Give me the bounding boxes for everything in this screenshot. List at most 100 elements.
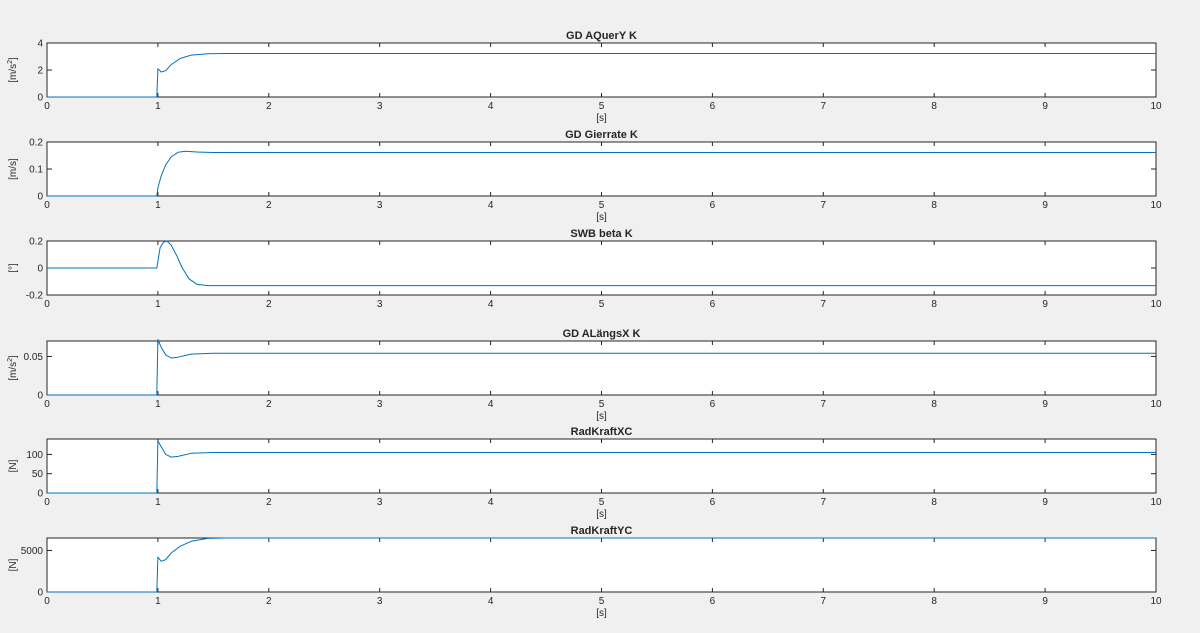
x-tick-label: 10	[1150, 299, 1162, 310]
y-tick-label: 0.05	[24, 352, 44, 363]
x-tick-label: 5	[599, 299, 605, 310]
x-tick-label: 7	[821, 399, 827, 410]
x-tick-label: 0	[44, 299, 50, 310]
plot-area	[46, 340, 1157, 396]
x-tick-label: 5	[599, 399, 605, 410]
x-tick-label: 4	[488, 596, 494, 607]
x-tick-label: 6	[710, 497, 716, 508]
x-tick-label: 9	[1042, 399, 1048, 410]
subplot-title: RadKraftYC	[571, 525, 633, 537]
x-tick-label: 4	[488, 497, 494, 508]
x-axis-label: [s]	[596, 212, 607, 223]
y-tick-label: 0.2	[29, 138, 43, 149]
x-tick-label: 8	[931, 399, 937, 410]
x-tick-label: 7	[821, 299, 827, 310]
subplot-title: GD AQuerY K	[566, 30, 637, 42]
x-tick-label: 3	[377, 101, 383, 112]
x-tick-label: 0	[44, 399, 50, 410]
x-tick-label: 4	[488, 101, 494, 112]
y-tick-label: -0.2	[26, 291, 44, 302]
y-tick-label: 2	[37, 66, 43, 77]
x-tick-label: 9	[1042, 596, 1048, 607]
x-tick-label: 5	[599, 497, 605, 508]
y-tick-label: 0	[37, 489, 43, 500]
x-tick-label: 9	[1042, 101, 1048, 112]
plot-area	[46, 537, 1157, 593]
x-tick-label: 1	[155, 399, 161, 410]
x-tick-label: 6	[710, 299, 716, 310]
x-axis-label: [s]	[596, 411, 607, 422]
x-tick-label: 3	[377, 200, 383, 211]
x-tick-label: 7	[821, 497, 827, 508]
subplot-title: GD ALängsX K	[563, 328, 641, 340]
plot-area	[46, 141, 1157, 197]
x-tick-label: 9	[1042, 299, 1048, 310]
x-tick-label: 2	[266, 596, 272, 607]
plot-area	[46, 240, 1157, 296]
y-tick-label: 50	[32, 469, 44, 480]
x-tick-label: 8	[931, 596, 937, 607]
x-tick-label: 6	[710, 596, 716, 607]
y-axis-label: [m/s2]	[7, 57, 19, 83]
y-axis-label: [m/s]	[8, 158, 19, 180]
x-tick-label: 2	[266, 299, 272, 310]
x-tick-label: 2	[266, 497, 272, 508]
subplot-title: GD Gierrate K	[565, 129, 638, 141]
x-tick-label: 0	[44, 200, 50, 211]
x-tick-label: 3	[377, 399, 383, 410]
y-axis-label: [N]	[8, 558, 19, 571]
y-tick-label: 0.2	[29, 237, 43, 248]
x-tick-label: 4	[488, 200, 494, 211]
x-tick-label: 2	[266, 200, 272, 211]
x-tick-label: 2	[266, 399, 272, 410]
x-axis-label: [s]	[596, 509, 607, 520]
y-tick-label: 0	[37, 588, 43, 599]
x-axis-label: [s]	[596, 113, 607, 124]
x-tick-label: 9	[1042, 497, 1048, 508]
y-axis-label: [N]	[8, 459, 19, 472]
x-tick-label: 2	[266, 101, 272, 112]
subplot-title: SWB beta K	[570, 228, 632, 240]
x-tick-label: 5	[599, 596, 605, 607]
x-tick-label: 5	[599, 101, 605, 112]
x-tick-label: 3	[377, 497, 383, 508]
x-tick-label: 1	[155, 200, 161, 211]
x-tick-label: 1	[155, 299, 161, 310]
x-tick-label: 7	[821, 101, 827, 112]
x-tick-label: 1	[155, 101, 161, 112]
x-tick-label: 8	[931, 101, 937, 112]
x-tick-label: 1	[155, 596, 161, 607]
x-tick-label: 0	[44, 497, 50, 508]
series-line-1	[47, 53, 1156, 98]
x-tick-label: 9	[1042, 200, 1048, 211]
x-tick-label: 0	[44, 101, 50, 112]
x-tick-label: 4	[488, 399, 494, 410]
x-tick-label: 10	[1150, 399, 1162, 410]
x-tick-label: 6	[710, 101, 716, 112]
series-line-1	[47, 150, 1156, 197]
y-tick-label: 0	[37, 93, 43, 104]
y-tick-label: 0	[37, 391, 43, 402]
x-tick-label: 8	[931, 299, 937, 310]
y-tick-label: 100	[26, 450, 43, 461]
series-line-1	[47, 537, 1156, 593]
x-tick-label: 0	[44, 596, 50, 607]
plot-area	[46, 42, 1157, 98]
series-line-1	[47, 240, 1156, 287]
y-tick-label: 4	[37, 39, 43, 50]
y-tick-label: 0	[37, 264, 43, 275]
subplot-title: RadKraftXC	[571, 426, 633, 438]
y-axis-label: [°]	[8, 263, 19, 273]
x-tick-label: 7	[821, 596, 827, 607]
y-tick-label: 0	[37, 192, 43, 203]
x-tick-label: 3	[377, 299, 383, 310]
y-tick-label: 5000	[21, 546, 44, 557]
x-axis-label: [s]	[596, 608, 607, 619]
x-tick-label: 10	[1150, 200, 1162, 211]
series-line-1	[47, 339, 1156, 396]
